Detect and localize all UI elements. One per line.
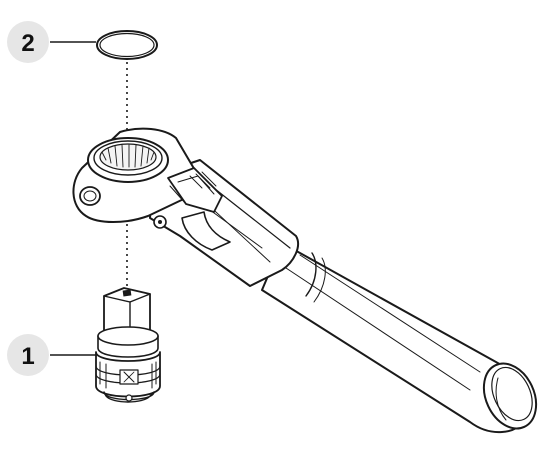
wrench-handle [261, 242, 538, 434]
spline-teeth [101, 144, 155, 168]
wrench-head [72, 127, 231, 251]
callout-2: 2 [7, 21, 96, 63]
adapter-collar [97, 326, 159, 358]
ratchet-pawl [167, 167, 223, 213]
callout-1-badge [7, 334, 49, 376]
o-ring [96, 30, 158, 60]
callout-2-number: 2 [21, 30, 34, 57]
callout-1-number: 1 [21, 343, 34, 370]
handle-end-cap [482, 362, 538, 430]
adapter-bottom [103, 391, 155, 403]
adapter-body [95, 351, 161, 398]
callout-1: 1 [7, 334, 96, 376]
callout-2-badge [7, 21, 49, 63]
head-bore-icon [79, 186, 101, 206]
ratchet-wrench [72, 127, 538, 434]
socket-adapter [95, 287, 161, 403]
